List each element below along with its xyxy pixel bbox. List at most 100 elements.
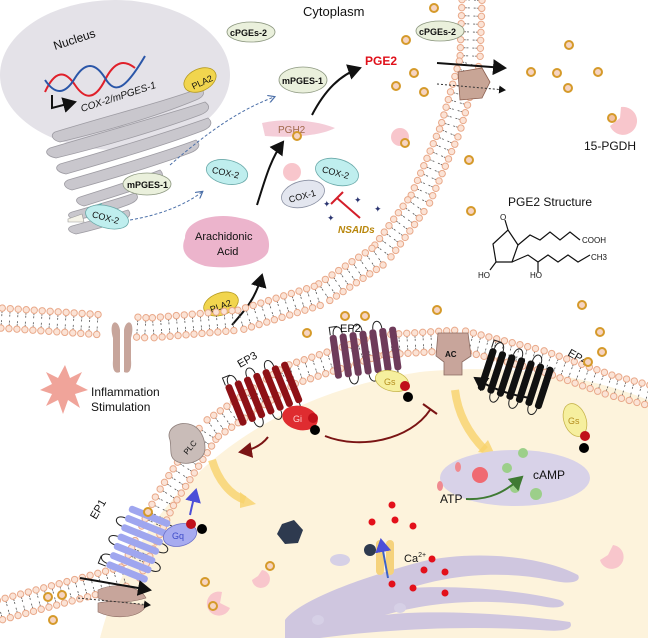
receptor-loop [532,354,543,364]
lipid-head [165,471,173,480]
lipid-head [404,349,412,357]
lipid-head [61,328,69,337]
gq-label: Gq [172,531,184,541]
receptor-n-terminus [328,325,338,336]
stimulus-label-1: Inflammation [91,385,160,399]
lipid-head [476,36,485,45]
tm-helix [117,533,160,555]
svg-text:✦: ✦ [323,200,331,210]
tm-helix [121,524,163,546]
receptor-loop [151,561,161,572]
lipid-head [270,316,279,324]
lipid-head [278,313,286,322]
receptor-loop [348,375,359,385]
lipid-head [151,493,160,501]
lipid-head [14,611,22,620]
lipid-head [375,234,384,243]
lipid-head [63,577,71,586]
lipid-head [24,588,32,596]
lipid-head [420,162,428,170]
lipid-head [348,257,356,266]
arachidonic-acid-label-2: Acid [217,246,238,258]
pge2-molecule [583,357,593,367]
tm-helix [359,330,372,375]
gi-inhibit-bar [422,403,438,415]
lipid-head [68,597,76,605]
pla2-nuclear [183,67,217,93]
structure-ch3: CH3 [591,253,608,262]
lipid-head [508,339,516,347]
lipid-head [444,95,453,104]
lipid-head [45,327,53,335]
lipid-head [16,590,25,598]
lipid-head [306,374,315,383]
lipid-head [78,309,86,318]
pge2-molecule [466,206,476,216]
cox2-er [85,204,129,230]
lipid-head [37,605,45,613]
lipid-head [308,304,317,312]
lipid-head [310,282,318,291]
lipid-head [440,111,448,119]
lipid-head [389,215,398,223]
lipid-head [403,329,411,338]
pge2-molecule [340,311,350,321]
lipid-head [13,325,21,333]
pge2-molecule [597,347,607,357]
stimulus-label-2: Stimulation [91,400,150,414]
pge2-molecule [401,35,411,45]
ac-to-camp-arrow [451,389,488,453]
plc-arrowhead [240,492,256,508]
ion-channel-producer [111,322,133,373]
lipid-head [413,176,422,185]
pgh2-blob [262,120,335,137]
nsaids-label: NSAIDs [338,225,375,236]
lipid-head [469,329,478,337]
tm-helix [225,384,247,426]
pge2-transporter-top [457,67,491,101]
vesicle [330,554,350,566]
ep1-receptor [97,505,176,583]
lipid-head [70,575,79,584]
lipid-head [160,478,169,487]
lipid-head [169,501,178,510]
arrow-pgh2-to-pge2 [311,64,362,116]
lipid-head [485,333,493,341]
lipid-head [223,402,231,410]
lipid-head [83,593,92,601]
lipid-head [339,287,347,296]
lipid-head [633,398,641,407]
lipid-head [586,384,594,393]
gs-ep4-alpha-dot [580,431,590,441]
lipid-head [630,377,638,385]
calcium-label: Ca2+ [404,552,426,565]
pge2-molecule [43,592,53,602]
lipid-head [387,253,395,261]
arrow-aa-to-pgh2 [256,140,285,206]
lipid-head [563,376,572,385]
pge2-importer [97,585,147,618]
pgdh-cytosolic [283,163,301,181]
lipid-head [435,177,443,185]
lipid-head [531,344,540,353]
lipid-head [280,292,288,300]
nsaid-molecules-icon: ✦✦✦✦ [323,196,382,224]
pge2-molecule [429,3,439,13]
lipid-head [6,613,15,622]
camp-label: cAMP [533,468,565,482]
gq-beta-dot [197,524,207,534]
lipid-head [85,330,93,338]
ac-label: AC [445,350,457,359]
receptor-loop [489,393,500,403]
lipid-head [301,306,309,314]
structure-title: PGE2 Structure [508,195,592,209]
tm-helix [125,515,167,537]
lipid-head [461,109,470,117]
gi-inhibits-ac [324,409,431,444]
lipid-head [477,331,485,339]
lipid-head [156,485,164,493]
lipid-head [210,411,218,420]
nsaid-inhibition-line [336,197,361,219]
lipid-head [404,196,412,204]
lipid-head [425,199,434,207]
